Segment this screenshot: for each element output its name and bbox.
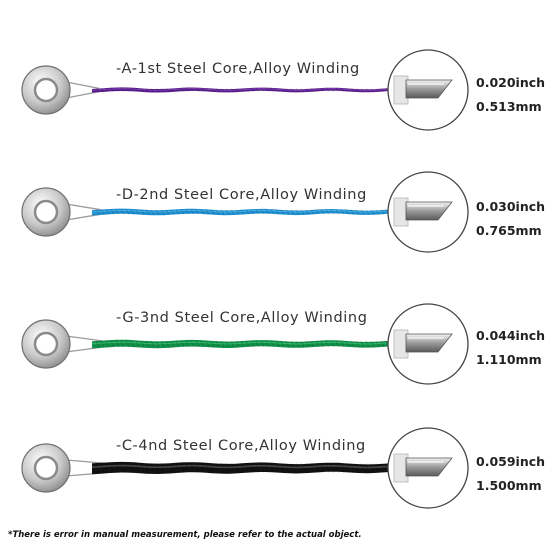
gauge-mm: 1.110mm xyxy=(476,352,542,367)
string-label: -A-1st Steel Core,Alloy Winding xyxy=(116,61,360,77)
gauge-inch: 0.044inch xyxy=(476,328,546,343)
string-winding xyxy=(92,208,392,216)
ball-end-hole xyxy=(33,77,59,103)
gauge-inch: 0.020inch xyxy=(476,75,546,90)
string-row-1: -A-1st Steel Core,Alloy Winding 0.020inc… xyxy=(0,30,554,150)
ball-end-hole xyxy=(33,199,59,225)
loop-wire xyxy=(65,81,100,99)
ball-end-hole xyxy=(33,455,59,481)
string-illustration xyxy=(21,171,469,253)
string-label: -G-3nd Steel Core,Alloy Winding xyxy=(116,310,368,326)
string-label: -C-4nd Steel Core,Alloy Winding xyxy=(116,438,366,454)
string-illustration xyxy=(21,303,469,385)
gauge-inch: 0.030inch xyxy=(476,199,546,214)
string-illustration xyxy=(21,427,469,509)
winding-highlight xyxy=(91,464,393,469)
string-row-2: -D-2nd Steel Core,Alloy Winding 0.030inc… xyxy=(0,152,554,272)
gauge-mm: 0.765mm xyxy=(476,223,542,238)
string-illustration xyxy=(21,49,469,131)
string-label: -D-2nd Steel Core,Alloy Winding xyxy=(116,187,367,203)
winding-highlight xyxy=(91,88,393,91)
footnote: *There is error in manual measurement, p… xyxy=(8,530,362,540)
string-winding xyxy=(92,461,392,475)
ball-end-hole xyxy=(33,331,59,357)
string-row-3: -G-3nd Steel Core,Alloy Winding 0.044inc… xyxy=(0,282,554,402)
winding-highlight xyxy=(91,209,393,213)
string-winding xyxy=(92,339,392,349)
gauge-inch: 0.059inch xyxy=(476,454,546,469)
string-row-4: -C-4nd Steel Core,Alloy Winding 0.059inc… xyxy=(0,410,554,530)
winding-highlight xyxy=(91,341,393,345)
gauge-mm: 0.513mm xyxy=(476,99,542,114)
gauge-mm: 1.500mm xyxy=(476,478,542,493)
